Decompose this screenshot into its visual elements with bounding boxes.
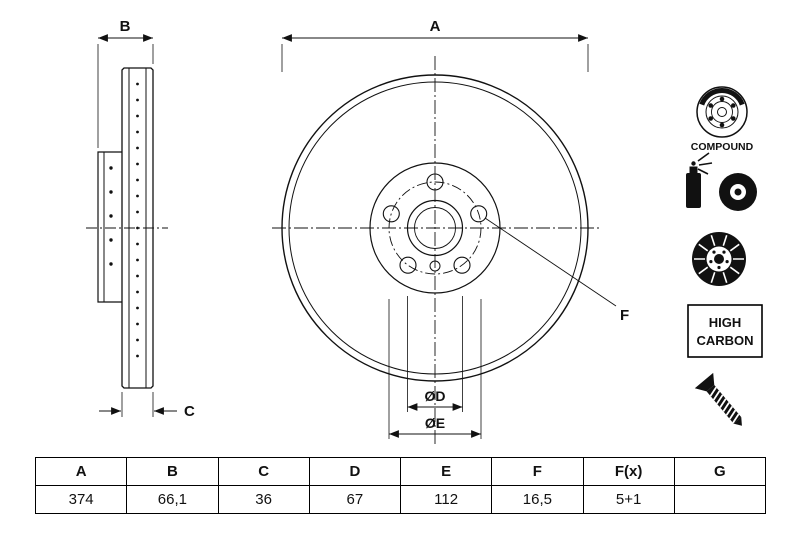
table-value-d: 67 (308, 485, 402, 514)
bolt-hole (453, 256, 471, 274)
center-bore-chamfer (414, 207, 456, 249)
outer-diameter-circle (281, 74, 589, 382)
table-value-a: 374 (34, 485, 128, 514)
table-value-fx: 5+1 (582, 485, 675, 514)
dim-a-label: A (430, 18, 441, 35)
compound-outer (696, 86, 748, 138)
dim-b-label: B (120, 18, 131, 35)
friction-ring-outline (121, 67, 154, 389)
screw-threads (709, 386, 740, 424)
screw-icon (694, 372, 742, 426)
dim-c-label: C (184, 403, 195, 420)
compound-center-bore (717, 107, 727, 117)
hub-stud (717, 265, 721, 270)
vented-disc-bore (714, 254, 724, 264)
high-carbon-line2: CARBON (696, 333, 753, 348)
compound-label: COMPOUND (691, 141, 754, 153)
dimension-a (281, 34, 589, 72)
high-carbon-line1: HIGH (709, 315, 742, 330)
table-header-d: D (308, 457, 402, 486)
technical-drawing: B C A F ØD (86, 18, 763, 444)
compound-hub (705, 95, 739, 129)
spray-can-body (686, 173, 701, 208)
vent-slots (694, 234, 744, 284)
compound-hub-inner (711, 101, 733, 123)
table-header-f: F (491, 457, 584, 486)
high-carbon-badge (687, 304, 763, 358)
dimension-c (99, 392, 177, 417)
screw-tip (733, 417, 742, 426)
hole-ref-leader (484, 217, 617, 307)
bolt-circle (388, 181, 482, 275)
table-header-row: A B C D E F F(x) G (34, 457, 767, 486)
table-header-c: C (217, 457, 310, 486)
compound-disc-icon (696, 86, 748, 138)
table-value-b: 66,1 (126, 485, 219, 514)
spray-can-cap (689, 166, 698, 174)
table-header-a: A (34, 457, 128, 486)
vented-disc-icon (692, 232, 746, 286)
table-value-c: 36 (217, 485, 310, 514)
bolt-hole (426, 173, 444, 191)
dimension-table: A B C D E F F(x) G 374 66,1 36 67 112 16… (34, 457, 767, 514)
table-header-e: E (399, 457, 493, 486)
stud-hole (731, 103, 736, 108)
center-bore-circle (406, 199, 464, 257)
table-value-row: 374 66,1 36 67 112 16,5 5+1 (34, 485, 767, 514)
bolt-hole (382, 205, 400, 223)
bolt-hole (399, 256, 417, 274)
hub-stud (722, 250, 726, 254)
dimension-b (97, 34, 154, 148)
hub-stud (725, 260, 729, 264)
stud-hole (708, 116, 713, 121)
hub-stud (712, 250, 716, 254)
coating-spray-icon (686, 152, 757, 211)
high-carbon-box (687, 304, 763, 358)
coated-disc-bore (734, 188, 742, 196)
compound-coating-arc (699, 87, 745, 106)
dim-d-label: ØD (425, 388, 446, 404)
bolt-hole (470, 205, 488, 223)
table-header-b: B (126, 457, 219, 486)
spray-nozzle (691, 161, 696, 166)
table-header-fx: F(x) (582, 457, 675, 486)
dim-e-label: ØE (425, 415, 445, 431)
table-value-g (673, 485, 767, 514)
table-value-f: 16,5 (491, 485, 584, 514)
front-view (272, 56, 600, 444)
locating-pin-hole (429, 260, 441, 272)
hub-stud (709, 260, 713, 264)
side-view (86, 67, 168, 389)
stud-hole (719, 96, 725, 102)
spray-jets (697, 152, 713, 175)
dimension-d-e (388, 296, 482, 439)
table-header-g: G (673, 457, 767, 486)
outer-chamfer-circle (288, 81, 582, 375)
stud-hole (708, 103, 713, 108)
screw-head (694, 372, 715, 392)
stud-hole (719, 122, 725, 128)
hat-outline (97, 151, 122, 303)
table-value-e: 112 (399, 485, 493, 514)
hole-ref-label: F (620, 307, 629, 324)
stud-hole (731, 116, 736, 121)
